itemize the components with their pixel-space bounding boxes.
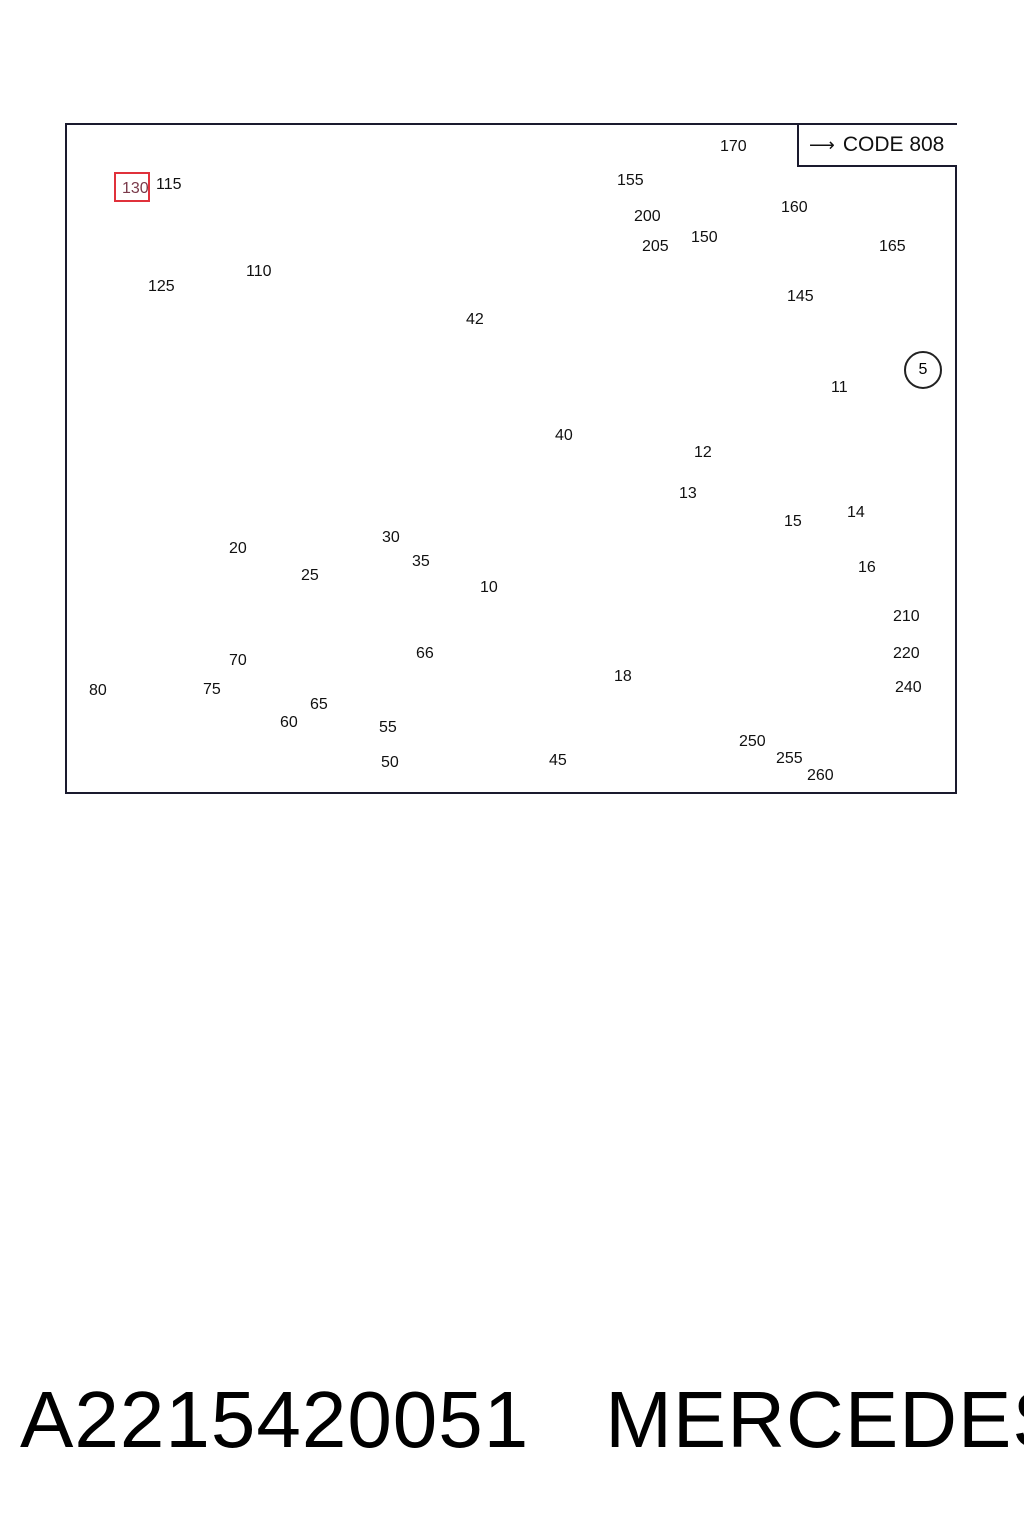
brand-name: MERCEDES [605, 1375, 1024, 1464]
callout-155[interactable]: 155 [617, 172, 644, 189]
callout-42[interactable]: 42 [466, 311, 484, 328]
code-label-text: CODE 808 [842, 133, 945, 156]
callout-70[interactable]: 70 [229, 652, 247, 669]
part-number: A2215420051 [20, 1375, 530, 1464]
callout-125[interactable]: 125 [148, 278, 175, 295]
callout-50[interactable]: 50 [381, 754, 399, 771]
callout-13[interactable]: 13 [679, 485, 697, 502]
group-marker-circle: 5 [904, 351, 942, 389]
callout-170[interactable]: 170 [720, 138, 747, 155]
callout-35[interactable]: 35 [412, 553, 430, 570]
callout-45[interactable]: 45 [549, 752, 567, 769]
callout-14[interactable]: 14 [847, 504, 865, 521]
diagram-frame [65, 123, 957, 794]
callout-11[interactable]: 11 [831, 379, 848, 396]
callout-10[interactable]: 10 [480, 579, 498, 596]
callout-18[interactable]: 18 [614, 668, 632, 685]
callout-115[interactable]: 115 [156, 176, 182, 193]
callout-165[interactable]: 165 [879, 238, 906, 255]
callout-210[interactable]: 210 [893, 608, 920, 625]
callout-16[interactable]: 16 [858, 559, 876, 576]
callout-145[interactable]: 145 [787, 288, 814, 305]
callout-240[interactable]: 240 [895, 679, 922, 696]
callout-12[interactable]: 12 [694, 444, 712, 461]
callout-250[interactable]: 250 [739, 733, 766, 750]
callout-260[interactable]: 260 [807, 767, 834, 784]
callout-205[interactable]: 205 [642, 238, 669, 255]
highlight-box [114, 172, 150, 202]
callout-40[interactable]: 40 [555, 427, 573, 444]
callout-65[interactable]: 65 [310, 696, 328, 713]
callout-200[interactable]: 200 [634, 208, 661, 225]
callout-220[interactable]: 220 [893, 645, 920, 662]
callout-25[interactable]: 25 [301, 567, 319, 584]
callout-20[interactable]: 20 [229, 540, 247, 557]
callout-160[interactable]: 160 [781, 199, 808, 216]
callout-130[interactable]: 130 [122, 180, 149, 197]
callout-80[interactable]: 80 [89, 682, 107, 699]
callout-255[interactable]: 255 [776, 750, 803, 767]
callout-66[interactable]: 66 [416, 645, 434, 662]
callout-150[interactable]: 150 [691, 229, 718, 246]
callout-30[interactable]: 30 [382, 529, 400, 546]
callout-110[interactable]: 110 [246, 263, 272, 280]
callout-60[interactable]: 60 [280, 714, 298, 731]
callout-55[interactable]: 55 [379, 719, 397, 736]
callout-15[interactable]: 15 [784, 513, 802, 530]
callout-75[interactable]: 75 [203, 681, 221, 698]
bottom-caption: A2215420051 MERCEDES [20, 1370, 1024, 1470]
arrow-right-icon: ⟶ [809, 134, 835, 155]
code-808-label: ⟶ CODE 808 [797, 125, 957, 167]
